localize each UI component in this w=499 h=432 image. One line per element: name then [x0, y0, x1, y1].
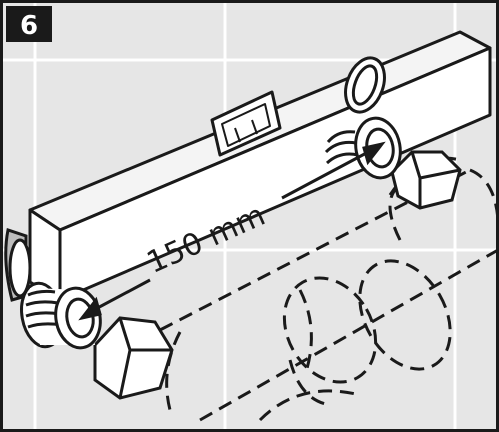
left-wall-fitting	[4, 228, 32, 302]
step-badge	[6, 6, 52, 42]
left-arrowhead	[78, 296, 102, 321]
left-threaded-fitting	[20, 281, 102, 350]
step-number: 6	[20, 11, 38, 41]
left-hex-nut	[93, 316, 174, 400]
dimension-line	[78, 141, 386, 321]
right-hex-nut	[390, 150, 462, 210]
right-arrowhead	[362, 141, 386, 166]
spirit-level	[28, 30, 492, 302]
